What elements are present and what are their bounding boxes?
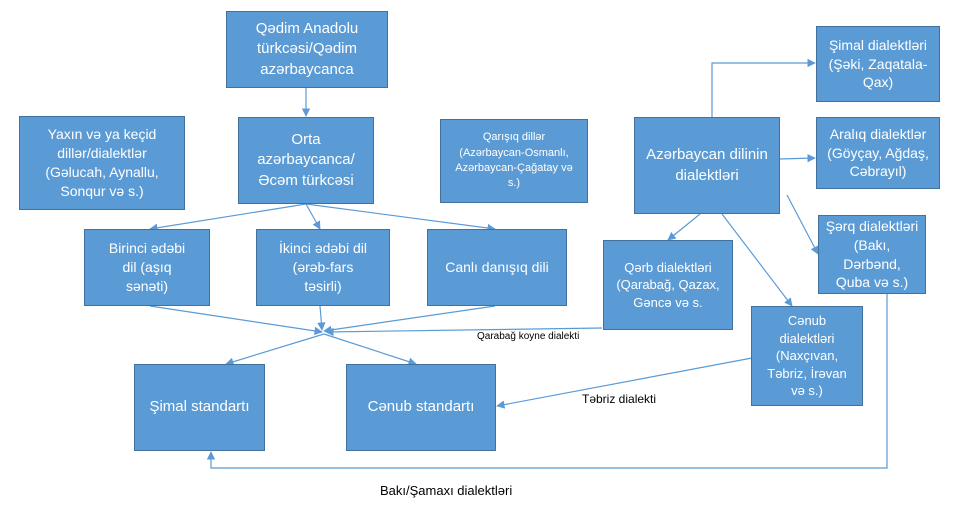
node-simal-standarti: Şimal standartı xyxy=(134,364,265,451)
edge-az-araliq xyxy=(778,154,816,163)
edge-orta-canli xyxy=(305,203,496,233)
edge-hub-cenub-standart xyxy=(323,333,417,366)
edge-hub-simal-standart xyxy=(225,333,325,366)
edge-canli-hub xyxy=(323,305,496,335)
node-araliq-dialektler: Aralıq dialektlər (Göyçay, Ağdaş, Cəbray… xyxy=(816,117,940,189)
edge-orta-birinci xyxy=(149,203,307,232)
node-birinci-edebi-dil: Birinci ədəbi dil (aşıq sənəti) xyxy=(84,229,210,306)
label-tebriz-dialekti: Təbriz dialekti xyxy=(582,392,657,406)
node-qarisiq-diller: Qarışıq dillər (Azərbaycan-Osmanlı, Azər… xyxy=(440,119,588,203)
edge-cenub-dialekt-standart xyxy=(496,357,753,409)
edge-az-qerb xyxy=(667,213,701,241)
edge-orta-ikinci xyxy=(305,203,321,230)
node-serq-dialektleri: Şərq dialektləri (Bakı, Dərbənd, Quba və… xyxy=(818,215,926,294)
node-qedim-azerbaycanca: Qədim Anadolu türkcəsi/Qədim azərbaycanc… xyxy=(226,11,388,88)
edge-az-serq xyxy=(786,194,819,255)
node-cenub-dialektleri: Cənub dialektləri (Naxçıvan, Təbriz, İrə… xyxy=(751,306,863,406)
edge-ikinci-hub xyxy=(317,305,326,331)
edge-qerb-hub xyxy=(325,327,603,337)
node-qerb-dialektleri: Qərb dialektləri (Qarabağ, Qazax, Gəncə … xyxy=(603,240,733,330)
edge-birinci-hub xyxy=(149,305,323,336)
node-orta-azerbaycanca: Orta azərbaycanca/ Əcəm türkcəsi xyxy=(238,117,374,204)
node-cenub-standarti: Cənub standartı xyxy=(346,364,496,451)
node-yaxin-kecid-diller: Yaxın və ya keçid dillər/dialektlər (Gəl… xyxy=(19,116,185,210)
label-baki-semaxi-dialektleri: Bakı/Şamaxı dialektləri xyxy=(380,483,513,498)
node-simal-dialektleri: Şimal dialektləri (Şəki, Zaqatala- Qax) xyxy=(816,26,940,102)
label-qarabag-koyne-dialekti: Qarabağ koyne dialekti xyxy=(477,331,580,342)
node-ikinci-edebi-dil: İkinci ədəbi dil (ərəb-fars təsirli) xyxy=(256,229,390,306)
node-canli-danisiq-dili: Canlı danışıq dili xyxy=(427,229,567,306)
edge-serq-simal-standart xyxy=(206,294,888,469)
edge-az-simal-dialekt xyxy=(711,58,816,117)
node-azerbaycan-dialektleri: Azərbaycan dilinin dialektləri xyxy=(634,117,780,214)
edge-az-cenub xyxy=(721,213,793,307)
